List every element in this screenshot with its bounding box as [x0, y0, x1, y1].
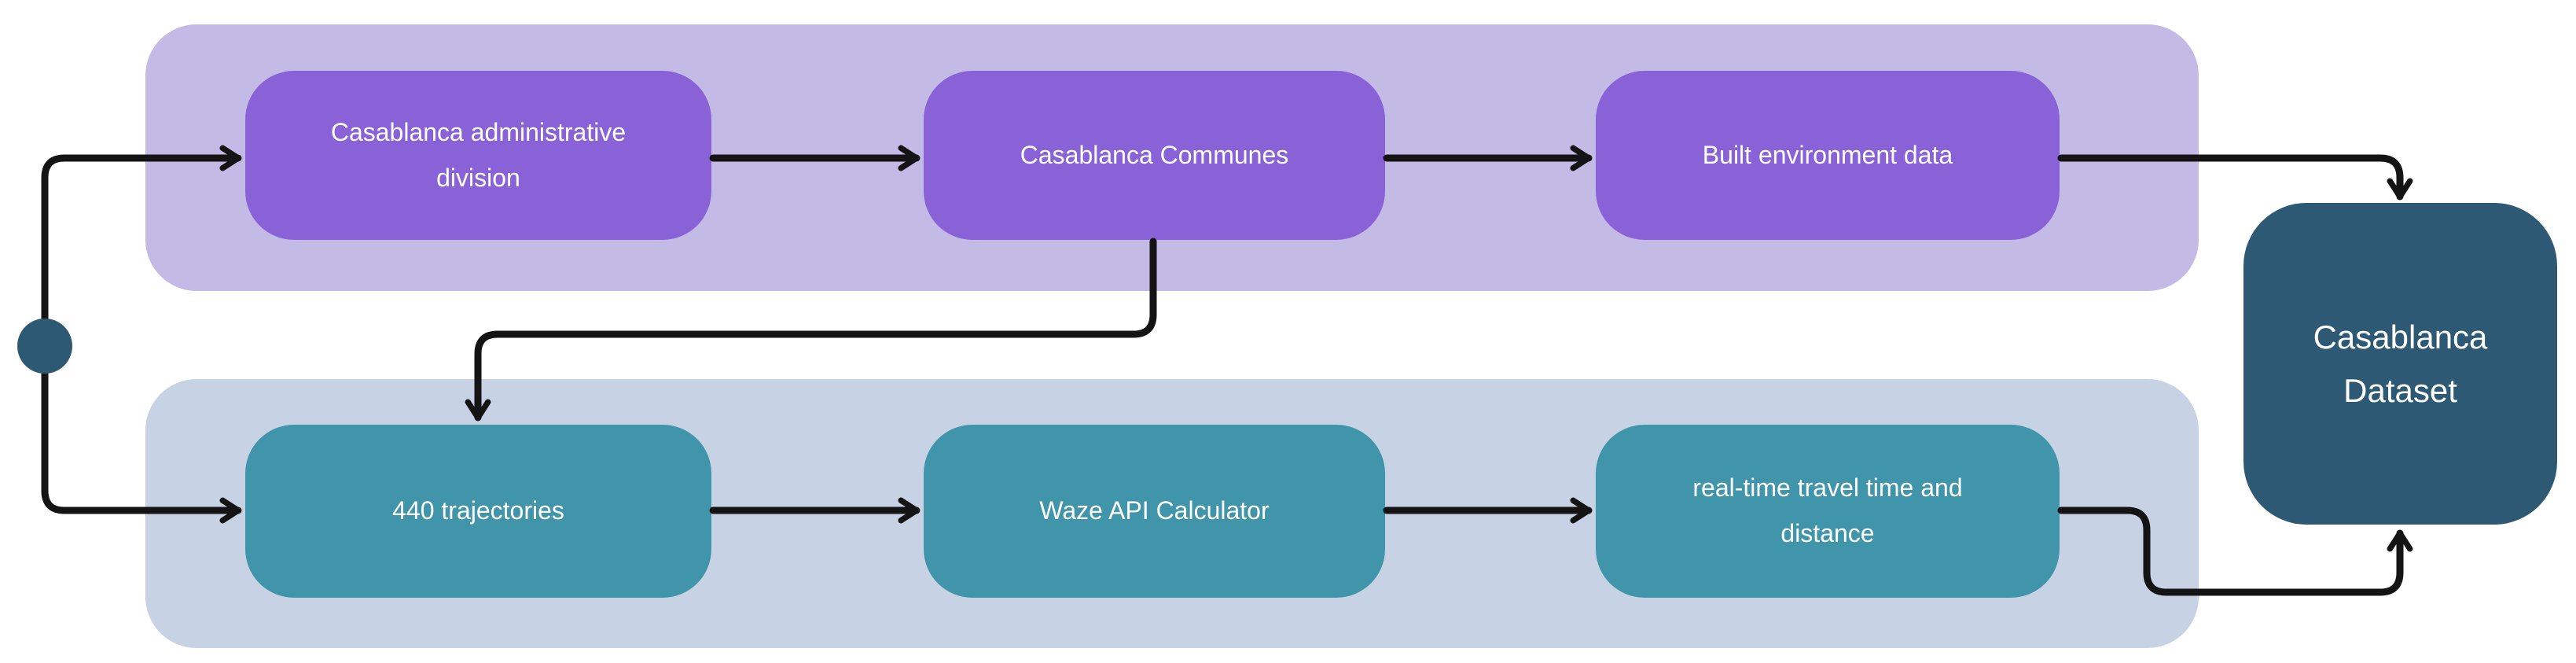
node-casablanca-communes: Casablanca Communes [924, 71, 1385, 240]
arrow-travel-time-to-dataset [2057, 506, 2413, 596]
node-label: real-time travel time and distance [1692, 473, 1963, 547]
node-built-environment-data: Built environment data [1596, 71, 2060, 240]
node-label: Casablanca Dataset [2313, 319, 2488, 409]
node-real-time-travel-time-distance: real-time travel time and distance [1596, 425, 2060, 598]
node-label: Built environment data [1702, 140, 1953, 169]
arrow-start-to-admin-division [41, 145, 242, 352]
node-label: 440 trajectories [392, 496, 564, 525]
arrow-communes-to-trajectories [465, 238, 1157, 422]
node-label: Casablanca Communes [1020, 140, 1289, 169]
node-casablanca-dataset: Casablanca Dataset [2243, 203, 2557, 525]
node-label: Casablanca administrative division [330, 117, 627, 192]
node-casablanca-administrative-division: Casablanca administrative division [245, 71, 711, 240]
arrow-built-environment-to-dataset [2057, 154, 2413, 201]
node-440-trajectories: 440 trajectories [245, 425, 711, 598]
node-waze-api-calculator: Waze API Calculator [924, 425, 1385, 598]
start-node-dot [17, 319, 72, 374]
node-label: Waze API Calculator [1039, 496, 1270, 525]
arrow-start-to-trajectories [41, 344, 242, 524]
